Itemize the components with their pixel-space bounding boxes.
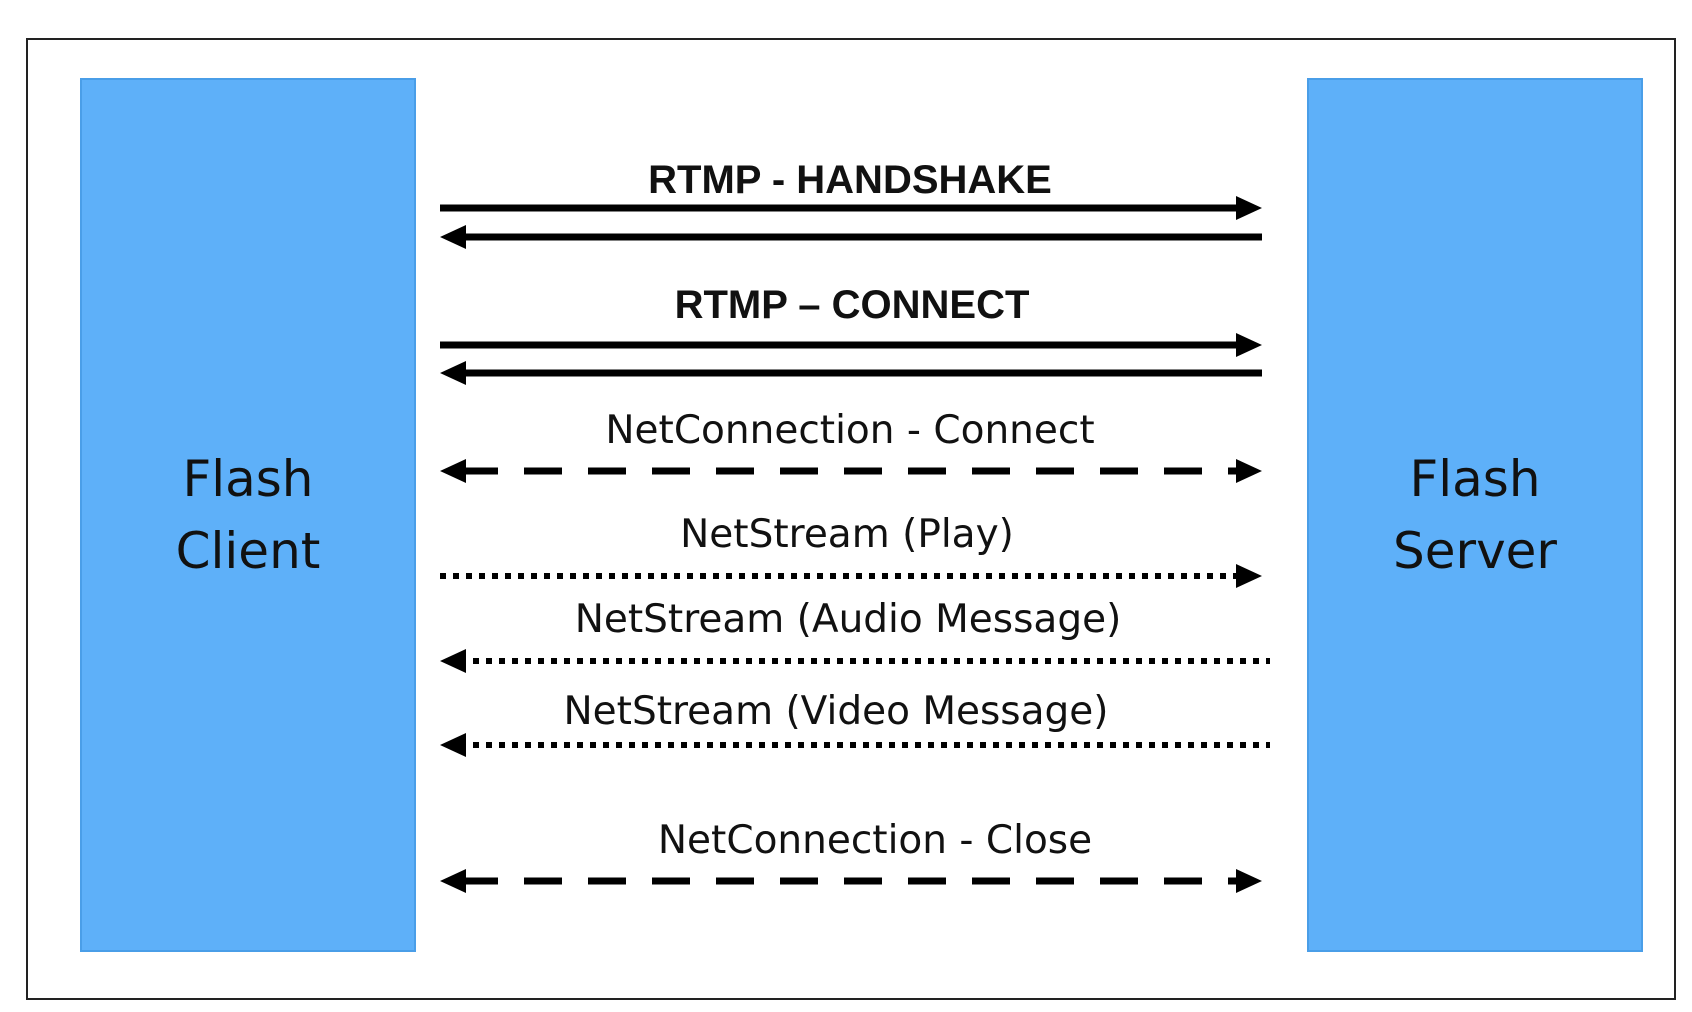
label-netstream-audio: NetStream (Audio Message) bbox=[574, 597, 1122, 642]
diagram-frame bbox=[26, 38, 1676, 1000]
arrowhead-left-netconnection-connect bbox=[440, 459, 466, 483]
flash-server-label: Flash Server bbox=[1393, 443, 1557, 587]
flash-client-label-line1: Flash bbox=[182, 450, 314, 508]
arrowhead-right-netconnection-connect bbox=[1236, 459, 1262, 483]
label-connect: RTMP – CONNECT bbox=[674, 283, 1030, 327]
arrowhead-left-netstream-video bbox=[440, 733, 466, 757]
arrowhead-left-netstream-audio bbox=[440, 649, 466, 673]
arrowhead-left-handshake-2 bbox=[440, 225, 466, 249]
arrowhead-left-connect-2 bbox=[440, 361, 466, 385]
flash-server-label-line1: Flash bbox=[1409, 450, 1541, 508]
flash-client-box: Flash Client bbox=[80, 78, 416, 952]
flash-client-label-line2: Client bbox=[175, 522, 321, 580]
arrowhead-right-netstream-play bbox=[1236, 564, 1262, 588]
label-netconnection-close: NetConnection - Close bbox=[657, 818, 1093, 863]
flash-client-label: Flash Client bbox=[176, 443, 321, 587]
arrowhead-right-handshake-1 bbox=[1236, 196, 1262, 220]
flash-server-label-line2: Server bbox=[1393, 522, 1557, 580]
label-netstream-play: NetStream (Play) bbox=[680, 512, 1014, 557]
label-netconnection-connect: NetConnection - Connect bbox=[605, 408, 1095, 453]
arrowhead-left-netconnection-close bbox=[440, 869, 466, 893]
arrowhead-right-netconnection-close bbox=[1236, 869, 1262, 893]
arrowhead-right-connect-1 bbox=[1236, 333, 1262, 357]
flash-server-box: Flash Server bbox=[1307, 78, 1643, 952]
label-netstream-video: NetStream (Video Message) bbox=[563, 689, 1109, 734]
label-handshake: RTMP - HANDSHAKE bbox=[648, 158, 1052, 202]
